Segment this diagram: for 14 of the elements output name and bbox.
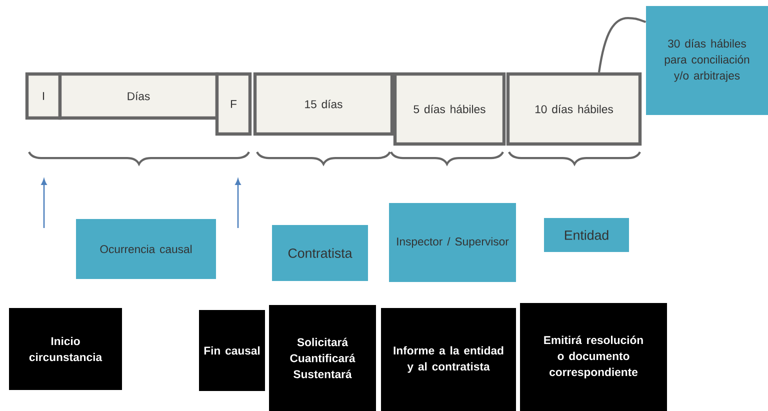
time-segment-box: F [215, 72, 252, 136]
role-box: 30 días hábiles para conciliación y/o arbitrajes [646, 6, 768, 115]
role-box: Contratista [272, 225, 368, 281]
role-box: Inspector / Supervisor [389, 203, 516, 282]
time-segment-box: I [25, 72, 62, 120]
action-box: Fin causal [199, 310, 265, 391]
role-box: Ocurrencia causal [76, 219, 216, 279]
time-segment-box: 10 días hábiles [506, 72, 642, 146]
action-box: Emitirá resolución o documento correspondiente [520, 303, 667, 411]
role-box: Entidad [544, 218, 629, 252]
action-box: Inicio circunstancia [9, 308, 122, 390]
time-segment-box: 5 días hábiles [393, 72, 506, 146]
action-box: Informe a la entidad y al contratista [381, 308, 516, 411]
action-box: Solicitará Cuantificará Sustentará [269, 305, 376, 411]
